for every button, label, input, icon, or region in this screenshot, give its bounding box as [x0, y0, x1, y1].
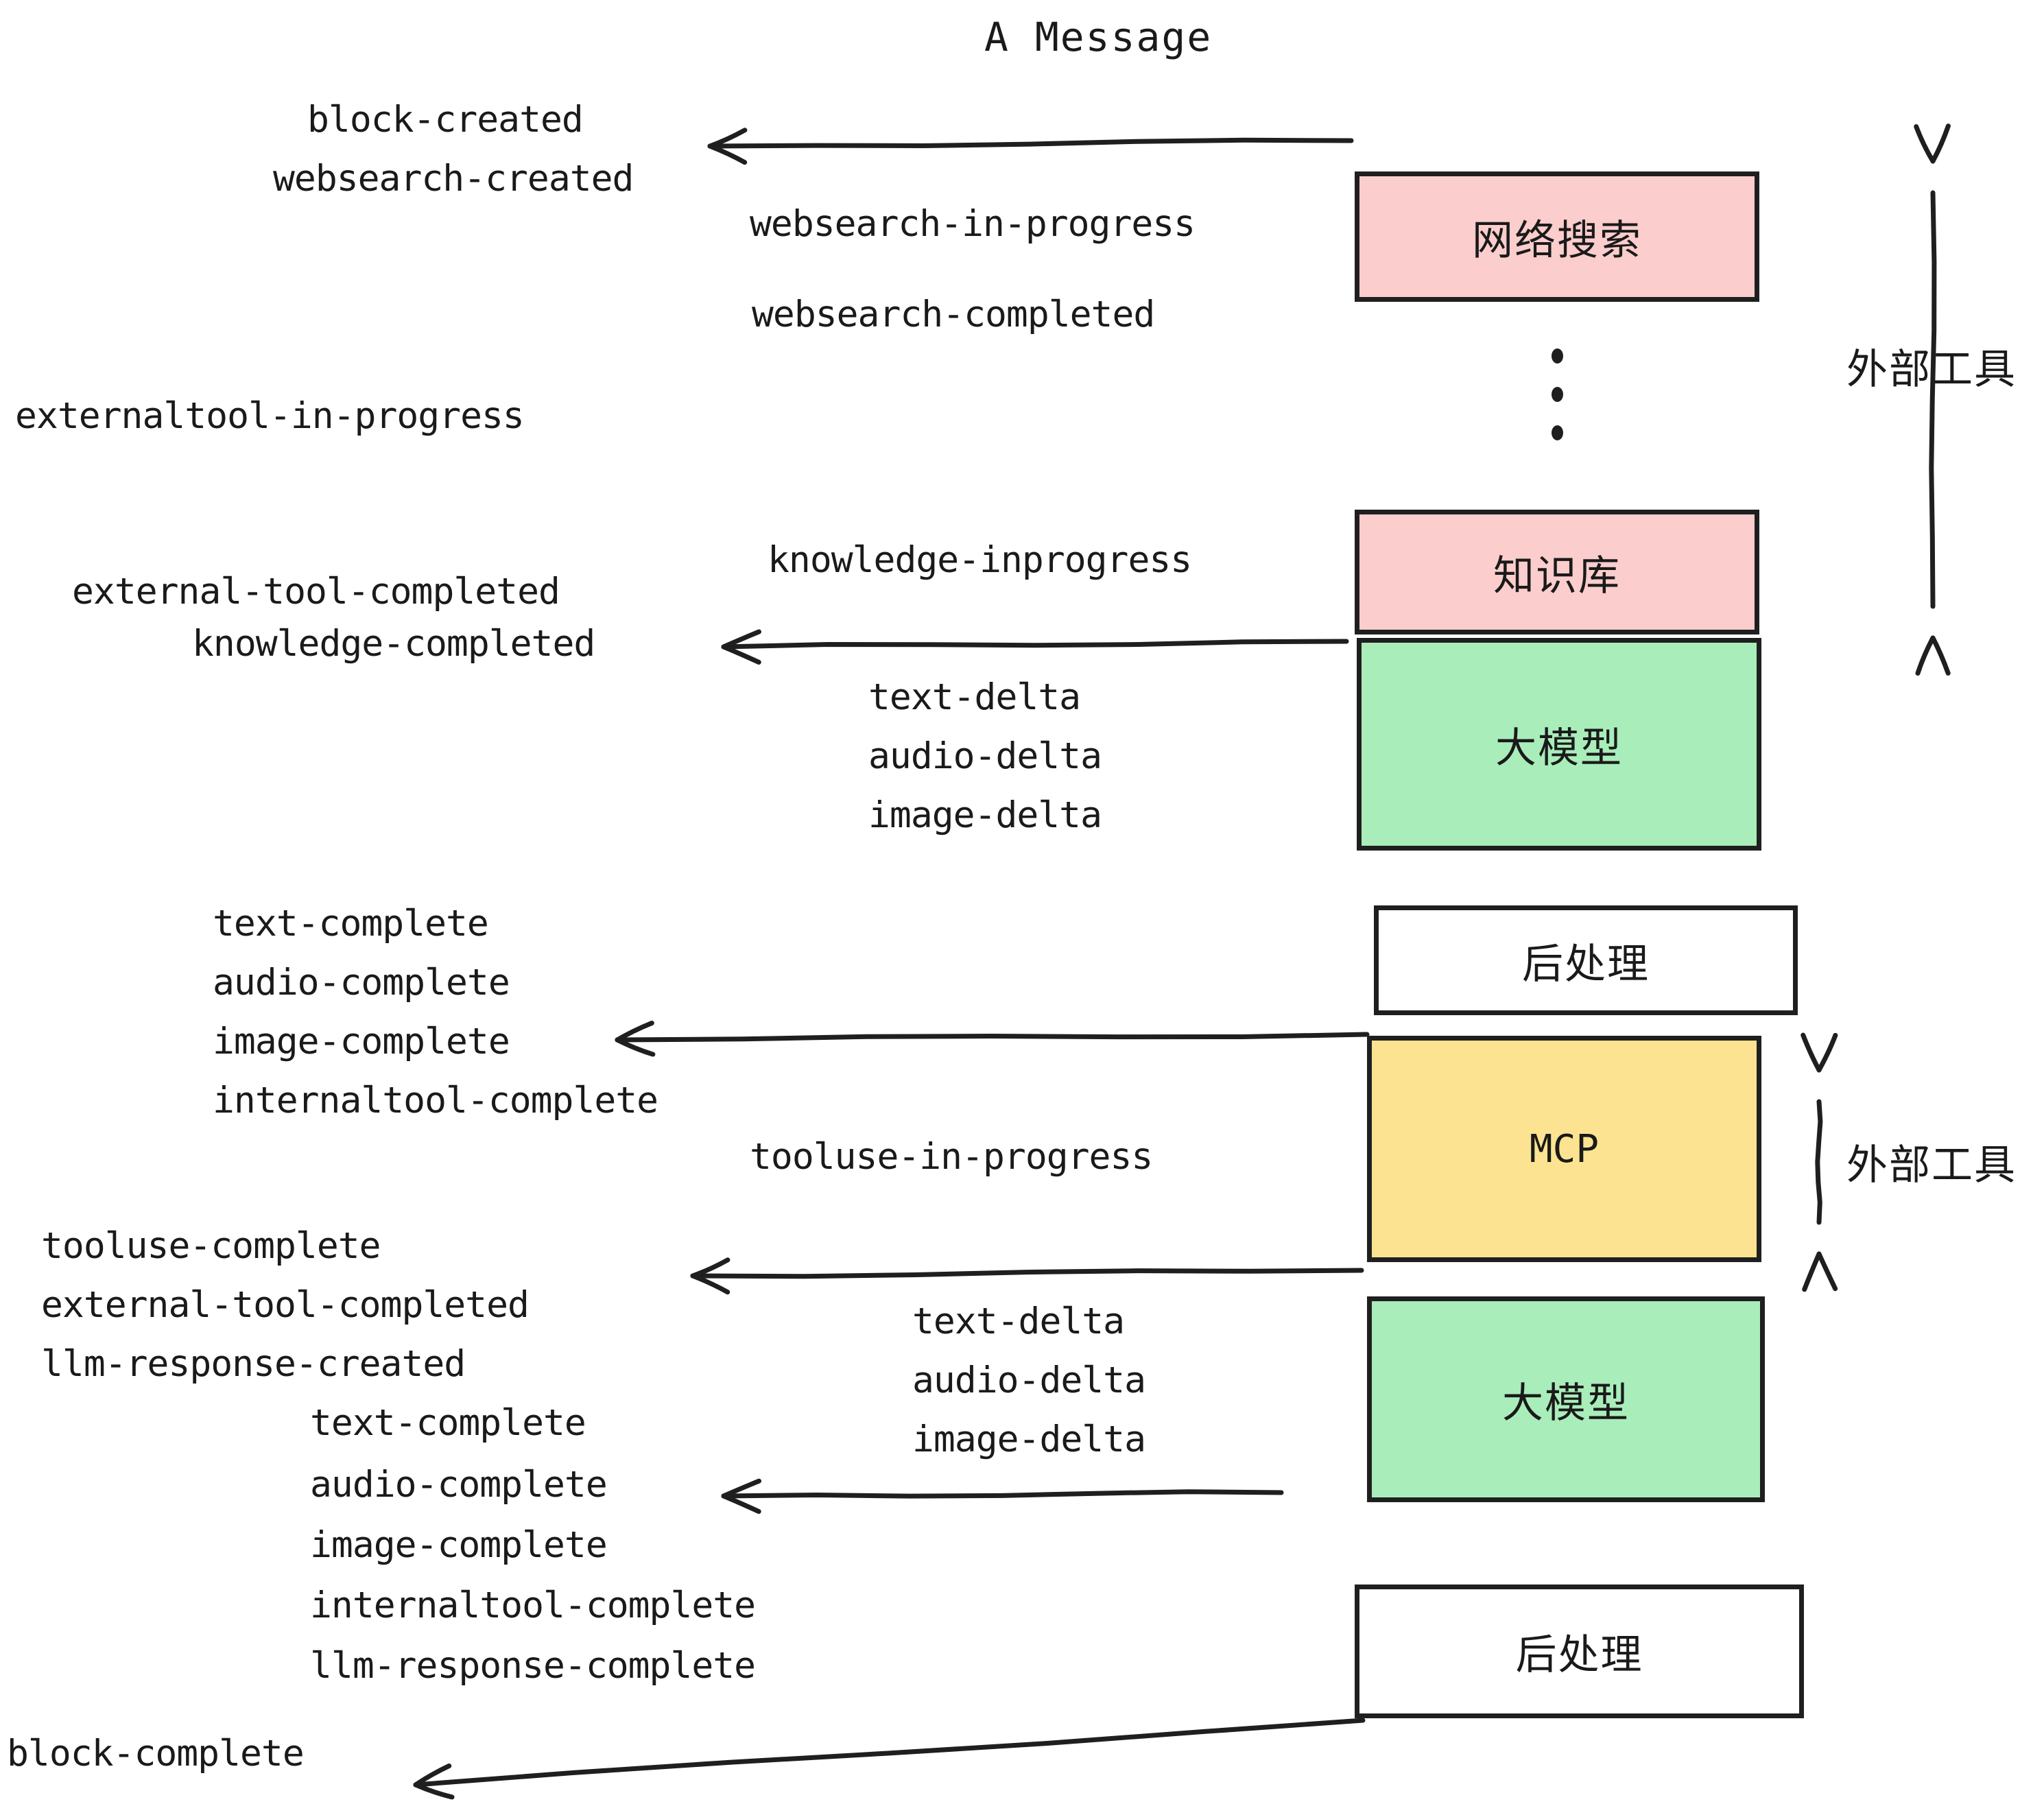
arrow-block-created	[707, 137, 1354, 149]
event-text-delta-2: text-delta	[912, 1301, 1125, 1342]
event-image-delta-2: image-delta	[912, 1419, 1146, 1460]
arrow-knowledge-completed	[721, 639, 1349, 650]
label-external-tools-bottom: 外部工具	[1846, 1141, 2017, 1189]
event-image-complete-2: image-complete	[310, 1524, 608, 1566]
event-knowledge-inprogress: knowledge-inprogress	[768, 539, 1192, 581]
event-websearch-created: websearch-created	[273, 158, 634, 200]
event-tooluse-in-progress: tooluse-in-progress	[750, 1136, 1153, 1178]
event-llm-response-complete: llm-response-complete	[310, 1645, 756, 1687]
vertical-ellipsis-icon	[1552, 348, 1563, 440]
event-internaltool-complete-1: internaltool-complete	[213, 1080, 658, 1121]
node-postprocess-first[interactable]: 后处理	[1374, 905, 1798, 1015]
arrow-audio-complete	[721, 1489, 1284, 1499]
event-block-complete: block-complete	[7, 1733, 305, 1775]
node-llm-second[interactable]: 大模型	[1367, 1296, 1765, 1502]
node-knowledge-base[interactable]: 知识库	[1355, 510, 1759, 634]
node-mcp[interactable]: MCP	[1367, 1036, 1761, 1262]
label-external-tools-top: 外部工具	[1846, 346, 2017, 394]
arrow-image-complete	[615, 1032, 1370, 1043]
event-websearch-in-progress: websearch-in-progress	[750, 203, 1196, 245]
event-audio-delta-1: audio-delta	[868, 735, 1102, 777]
event-text-delta-1: text-delta	[868, 676, 1081, 718]
event-image-complete-1: image-complete	[213, 1021, 510, 1063]
event-internaltool-complete-2: internaltool-complete	[310, 1585, 756, 1626]
event-llm-response-created: llm-response-created	[41, 1343, 466, 1385]
event-external-tool-completed-1: external-tool-completed	[72, 571, 560, 613]
event-tooluse-complete: tooluse-complete	[41, 1225, 381, 1267]
node-postprocess-second[interactable]: 后处理	[1355, 1585, 1804, 1718]
arrow-block-complete	[413, 1718, 1366, 1788]
external-tools-arrow-top	[1929, 190, 1937, 609]
event-block-created: block-created	[307, 99, 584, 141]
node-websearch[interactable]: 网络搜索	[1355, 171, 1759, 302]
event-audio-complete-2: audio-complete	[310, 1464, 608, 1506]
external-tools-arrow-bottom	[1815, 1099, 1823, 1225]
event-externaltool-in-progress: externaltool-in-progress	[15, 395, 525, 437]
event-websearch-completed: websearch-completed	[752, 294, 1155, 335]
event-text-complete-1: text-complete	[213, 903, 489, 945]
event-image-delta-1: image-delta	[868, 794, 1102, 836]
arrow-tooluse-complete	[690, 1268, 1364, 1279]
node-llm-first[interactable]: 大模型	[1357, 638, 1761, 851]
event-knowledge-completed: knowledge-completed	[192, 623, 595, 665]
event-text-complete-2: text-complete	[310, 1402, 586, 1444]
page-title: A Message	[984, 14, 1213, 60]
event-audio-delta-2: audio-delta	[912, 1360, 1146, 1401]
event-audio-complete-1: audio-complete	[213, 962, 510, 1004]
event-external-tool-completed-2: external-tool-completed	[41, 1284, 530, 1326]
